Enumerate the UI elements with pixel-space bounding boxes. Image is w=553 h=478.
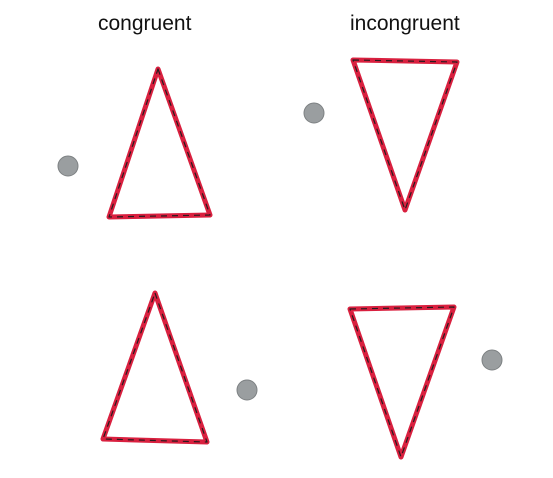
panel-congruent-bottom (100, 290, 258, 445)
triangle-edge-sketch (349, 306, 455, 458)
triangle-down (347, 304, 457, 460)
gray-dot (57, 155, 79, 177)
triangle-edge-sketch (352, 59, 458, 211)
gray-dot (303, 102, 325, 124)
triangle-up (100, 290, 210, 445)
congruent-column-label: congruent (98, 12, 192, 35)
panel-incongruent-top (303, 57, 460, 213)
triangle-edge-sketch (102, 292, 208, 443)
gray-dot (481, 349, 503, 371)
triangle-edge-sketch (108, 68, 211, 218)
gray-dot (236, 379, 258, 401)
triangle-up (106, 66, 213, 220)
panel-incongruent-bottom (347, 304, 503, 460)
triangle-down (350, 57, 460, 213)
panel-congruent-top (57, 66, 213, 220)
incongruent-column-label: incongruent (350, 12, 460, 35)
